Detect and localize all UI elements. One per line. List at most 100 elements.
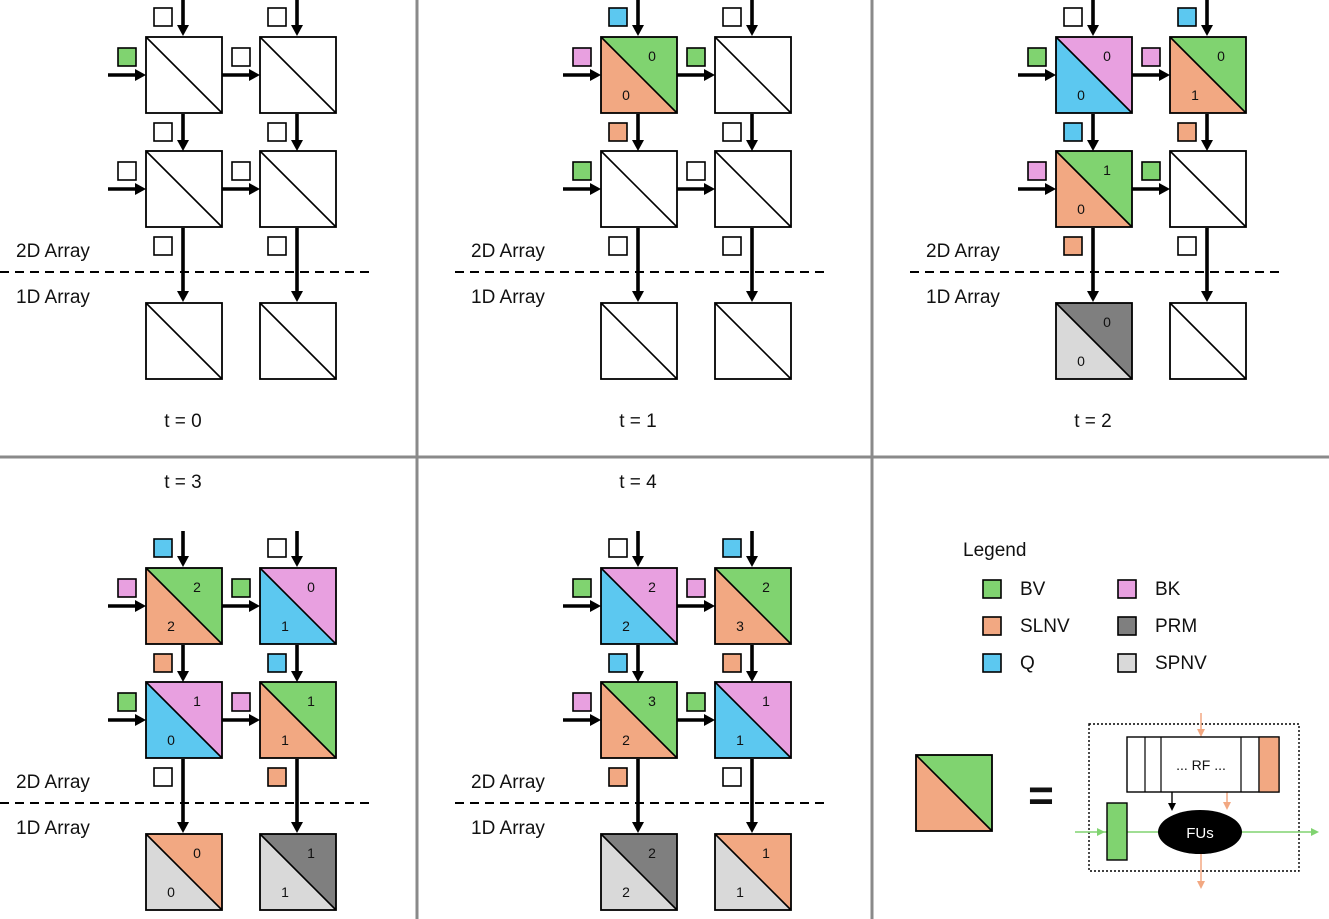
- output-box: [722, 767, 742, 787]
- time-label: t = 4: [619, 472, 657, 493]
- input-box-top: [153, 538, 173, 558]
- pe-cell-2d: [145, 36, 223, 114]
- pe-arrow-horizontal: [222, 69, 260, 81]
- output-arrow: [1201, 228, 1213, 302]
- legend-swatch: [982, 616, 1002, 636]
- label-2d-array: 2D Array: [926, 241, 1000, 262]
- slnv-input-head: [1197, 729, 1205, 737]
- cell-border: [259, 567, 337, 645]
- cell-upper-number: 1: [307, 693, 315, 709]
- pe-cell-2d: 01: [259, 567, 337, 645]
- arrow-head: [177, 140, 189, 151]
- label-1d-array: 1D Array: [16, 287, 90, 308]
- cell-border: [259, 150, 337, 228]
- pe-cell-1d: [600, 302, 678, 380]
- slnv-rf-head: [1223, 802, 1231, 810]
- cell-border: [1169, 36, 1247, 114]
- cell-border: [714, 567, 792, 645]
- time-label: t = 3: [164, 472, 202, 493]
- pe-cell-1d: [1169, 302, 1247, 380]
- arrow-head: [632, 140, 644, 151]
- time-label: t = 1: [619, 411, 657, 432]
- input-box-left: [117, 47, 137, 67]
- cell-upper-number: 0: [1103, 48, 1111, 64]
- cell-diagonal: [259, 36, 337, 114]
- pe-cell-1d: [259, 302, 337, 380]
- legend-label: PRM: [1155, 616, 1197, 637]
- label-1d-array: 1D Array: [926, 287, 1000, 308]
- arrow-head: [746, 291, 758, 302]
- pe-cell-2d: 22: [145, 567, 223, 645]
- arrow-head: [249, 600, 260, 612]
- cell-border: [1055, 150, 1133, 228]
- arrow-head: [632, 671, 644, 682]
- label-2d-array: 2D Array: [16, 241, 90, 262]
- cell-upper-number: 3: [648, 693, 656, 709]
- cell-border: [714, 150, 792, 228]
- pe-cell-2d: 32: [600, 681, 678, 759]
- cell-lower-number: 2: [622, 884, 630, 900]
- output-arrow: [1087, 228, 1099, 302]
- cell-diagonal: [145, 150, 223, 228]
- cell-lower-number: 0: [622, 87, 630, 103]
- cell-diagonal: [1055, 302, 1133, 380]
- pass-box-horizontal: [231, 161, 251, 181]
- cell-border: [714, 833, 792, 911]
- input-box-top: [722, 538, 742, 558]
- cell-diagonal: [600, 681, 678, 759]
- cell-upper-number: 2: [762, 579, 770, 595]
- input-arrow-left: [108, 183, 146, 195]
- cell-border: [145, 36, 223, 114]
- cell-border: [145, 150, 223, 228]
- cell-lower-number: 0: [167, 884, 175, 900]
- pe-cell-2d: 01: [1169, 36, 1247, 114]
- input-arrow-left: [563, 183, 601, 195]
- pe-cell-2d: 00: [1055, 36, 1133, 114]
- cell-upper-number: 2: [648, 845, 656, 861]
- cell-upper-number: 0: [1217, 48, 1225, 64]
- cell-upper-number: 1: [193, 693, 201, 709]
- pe-arrow-vertical: [1201, 114, 1213, 151]
- label-2d-array: 2D Array: [471, 241, 545, 262]
- pe-arrow-vertical: [632, 114, 644, 151]
- arrow-head: [590, 714, 601, 726]
- arrow-head: [1201, 291, 1213, 302]
- label-1d-array: 1D Array: [16, 818, 90, 839]
- input-box-top: [1063, 7, 1083, 27]
- arrow-head: [1159, 183, 1170, 195]
- cell-border: [145, 302, 223, 380]
- arrow-head: [135, 69, 146, 81]
- arrow-head: [291, 140, 303, 151]
- pe-cell-1d: 11: [259, 833, 337, 911]
- legend-label: BV: [1020, 579, 1046, 600]
- legend-swatch: [982, 653, 1002, 673]
- input-arrow-left: [108, 69, 146, 81]
- pe-arrow-vertical: [746, 114, 758, 151]
- arrow-head: [746, 671, 758, 682]
- functional-units: [1158, 810, 1242, 854]
- pe-boundary: [1088, 723, 1300, 872]
- pass-box-vertical: [153, 653, 173, 673]
- cell-lower-number: 0: [1077, 87, 1085, 103]
- cell-border: [145, 567, 223, 645]
- arrow-head: [746, 140, 758, 151]
- cell-lower-number: 1: [281, 618, 289, 634]
- arrow-head: [1045, 69, 1056, 81]
- arrow-head: [291, 556, 303, 567]
- cell-border: [259, 681, 337, 759]
- pe-arrow-horizontal: [1132, 183, 1170, 195]
- cell-border: [714, 302, 792, 380]
- input-arrow-left: [563, 69, 601, 81]
- pass-box-horizontal: [231, 578, 251, 598]
- arrow-head: [177, 822, 189, 833]
- input-arrow-top: [746, 0, 758, 36]
- pe-arrow-horizontal: [222, 183, 260, 195]
- cell-border: [600, 302, 678, 380]
- pe-cell-2d: [145, 150, 223, 228]
- legend-label: SPNV: [1155, 653, 1207, 674]
- arrow-head: [632, 556, 644, 567]
- cell-diagonal: [1055, 36, 1133, 114]
- arrow-head: [746, 556, 758, 567]
